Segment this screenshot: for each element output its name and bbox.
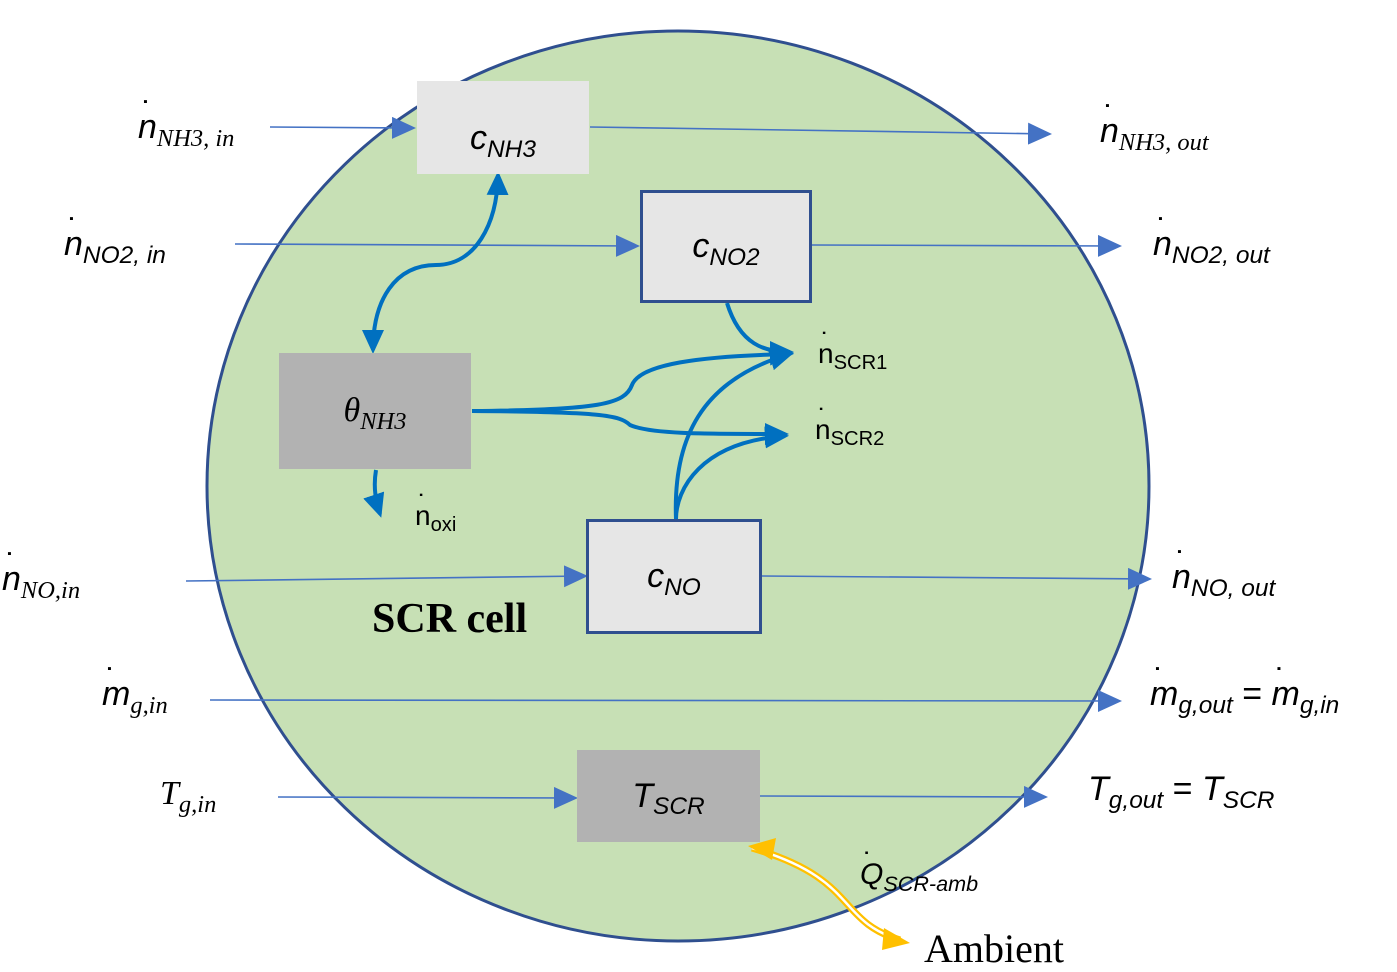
- state-t-scr: TSCR: [632, 776, 705, 821]
- reaction-scr1: nSCR1: [818, 338, 887, 374]
- ambient-label: Ambient: [924, 926, 1064, 971]
- input-no: nNO,in: [2, 560, 80, 604]
- arrow-oxidation: [363, 469, 385, 518]
- state-c-nh3: cNH3: [470, 119, 536, 163]
- arrow-no-to-scr1: [673, 348, 794, 520]
- arrow-adsorption-bottom: [362, 263, 437, 354]
- arrow-mg: [209, 689, 1122, 712]
- state-box-t-scr: TSCR: [577, 750, 760, 842]
- heat-transfer-label: QSCR-amb: [860, 858, 978, 896]
- state-theta-nh3: θNH3: [343, 392, 407, 435]
- state-box-theta-nh3: θNH3: [279, 353, 471, 469]
- arrow-no2-out: [811, 234, 1122, 257]
- arrow-theta-to-scr1: [471, 343, 794, 413]
- arrow-no-in: [185, 565, 588, 588]
- heat-arrow-inner: [751, 846, 901, 942]
- arrow-tg-out: [759, 785, 1048, 808]
- state-box-c-no2: cNO2: [640, 190, 812, 303]
- input-no2: nNO2, in: [64, 225, 166, 269]
- arrow-no-out: [761, 567, 1152, 590]
- arrow-nh3-out: [589, 122, 1052, 145]
- state-c-no2: cNO2: [692, 227, 760, 271]
- input-nh3: nNH3, in: [138, 108, 234, 152]
- state-box-c-nh3: cNH3: [417, 81, 589, 174]
- cell-label: SCR cell: [372, 596, 528, 642]
- output-nh3: nNH3, out: [1100, 112, 1209, 156]
- state-box-c-no: cNO: [586, 519, 762, 634]
- arrow-no-to-scr2: [674, 426, 789, 520]
- input-mg: mg,in: [102, 675, 168, 719]
- reaction-scr2: nSCR2: [815, 414, 884, 450]
- arrow-tg-in: [277, 786, 578, 809]
- input-tg: Tg,in: [160, 775, 217, 818]
- arrow-adsorption-top: [435, 171, 509, 267]
- output-no2: nNO2, out: [1153, 225, 1270, 269]
- output-mg: mg,out = mg,in: [1150, 675, 1339, 719]
- output-no: nNO, out: [1172, 558, 1275, 602]
- arrow-no2-in: [234, 234, 640, 257]
- heat-arrowhead-end: [882, 928, 910, 950]
- reaction-oxi: noxi: [415, 500, 456, 536]
- heat-arrowhead-start: [748, 838, 776, 860]
- state-c-no: cNO: [647, 557, 701, 601]
- output-tg: Tg,out = TSCR: [1088, 770, 1275, 814]
- arrow-nh3-in: [269, 116, 416, 139]
- arrow-theta-to-scr2: [471, 409, 789, 445]
